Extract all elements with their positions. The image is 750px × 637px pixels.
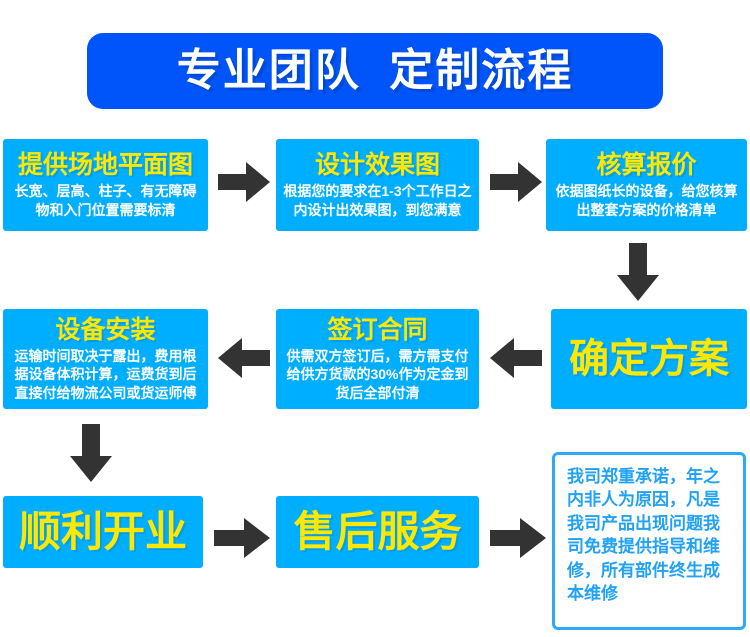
step-body-contract: 供需双方签订后，需方需支付给供方货款的30%作为定金到货后全部付清 — [286, 348, 469, 401]
banner-title: 专业团队 定制流程 — [176, 46, 574, 95]
arrow-left-contract-to-install — [218, 336, 270, 380]
arrow-right-opening-to-service — [214, 516, 270, 560]
step-box-contract: 签订合同 供需双方签订后，需方需支付给供方货款的30%作为定金到货后全部付清 — [276, 309, 479, 409]
promise-text: 我司郑重承诺，年之内非人为原因，凡是我司产品出现问题我司免费提供指导和维修，所有… — [567, 467, 720, 604]
step-box-design: 设计效果图 根据您的要求在1-3个工作日之内设计出效果图，到您满意 — [276, 139, 479, 231]
step-title-confirm: 确定方案 — [569, 336, 729, 381]
step-box-service: 售后服务 — [276, 496, 479, 568]
step-body-install: 运输时间取决于露出，费用根据设备体积计算，运费货到后直接付给物流公司或货运师傅 — [14, 348, 197, 401]
step-title-contract: 签订合同 — [327, 316, 428, 345]
step-title-opening: 顺利开业 — [18, 508, 187, 556]
step-body-quote: 依据图纸长的设备，给您核算出整套方案的价格清单 — [555, 183, 738, 218]
header-banner: 专业团队 定制流程 — [87, 33, 663, 109]
arrow-right-plan-to-design — [218, 160, 270, 204]
arrow-left-confirm-to-contract — [490, 336, 542, 380]
arrow-down-install-to-opening — [68, 424, 114, 484]
step-title-plan: 提供场地平面图 — [17, 151, 193, 180]
arrow-right-service-to-promise — [490, 516, 546, 560]
step-title-install: 设备安装 — [55, 316, 156, 345]
step-box-opening: 顺利开业 — [3, 496, 203, 568]
step-title-service: 售后服务 — [293, 508, 462, 556]
step-title-design: 设计效果图 — [314, 151, 440, 180]
arrow-down-quote-to-confirm — [615, 243, 661, 303]
step-box-plan: 提供场地平面图 长宽、层高、柱子、有无障碍物和入门位置需要标清 — [3, 139, 208, 231]
step-box-confirm: 确定方案 — [551, 309, 747, 409]
step-body-design: 根据您的要求在1-3个工作日之内设计出效果图，到您满意 — [283, 183, 472, 218]
step-box-install: 设备安装 运输时间取决于露出，费用根据设备体积计算，运费货到后直接付给物流公司或… — [3, 309, 208, 409]
step-body-plan: 长宽、层高、柱子、有无障碍物和入门位置需要标清 — [14, 183, 197, 218]
step-title-quote: 核算报价 — [596, 151, 697, 180]
arrow-right-design-to-quote — [490, 160, 542, 204]
step-box-quote: 核算报价 依据图纸长的设备，给您核算出整套方案的价格清单 — [546, 139, 747, 231]
promise-card: 我司郑重承诺，年之内非人为原因，凡是我司产品出现问题我司免费提供指导和维修，所有… — [552, 452, 746, 630]
